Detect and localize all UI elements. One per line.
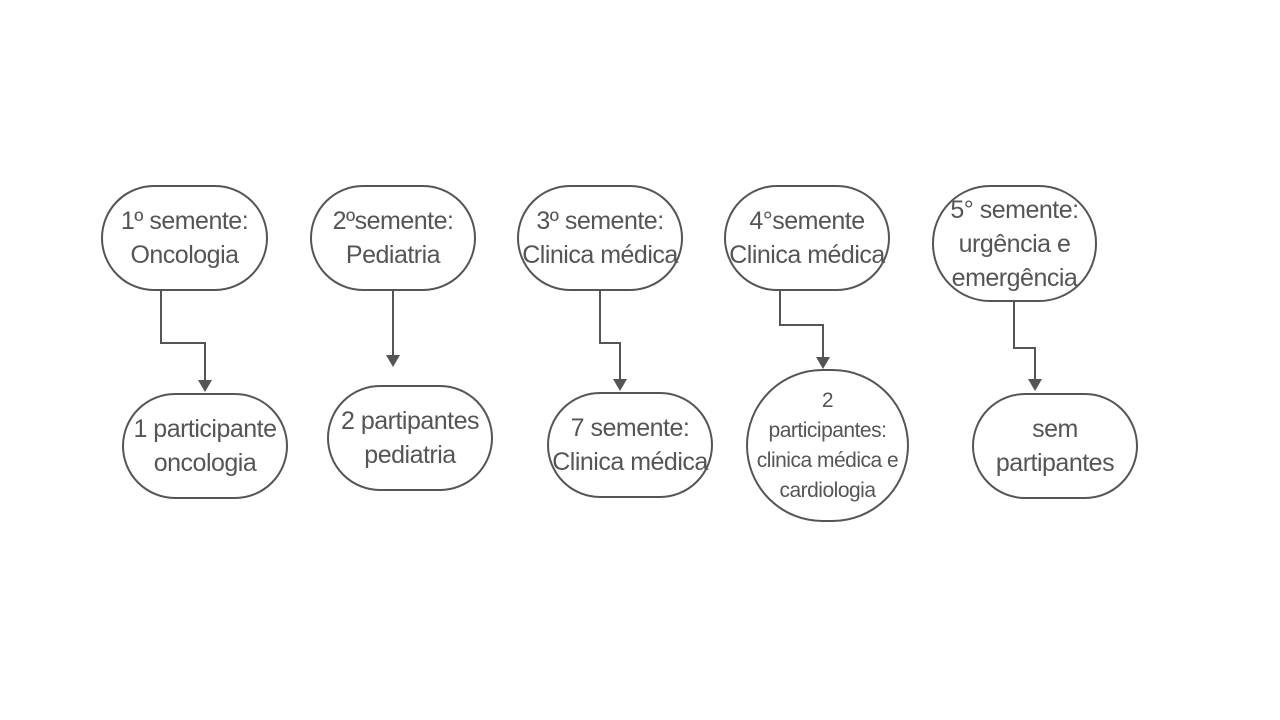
result-node-4-line: participantes: xyxy=(768,418,887,442)
result-node-1-line: 1 participante xyxy=(133,415,277,443)
stage-node-4: 4°semente Clinica médica xyxy=(724,185,890,291)
result-node-4-line: clinica médica e xyxy=(756,448,899,472)
result-node-3-line: Clinica médica xyxy=(552,448,708,476)
stage-node-5-line: 5° semente: xyxy=(950,195,1079,224)
result-node-2: 2 partipantes pediatria xyxy=(327,385,493,491)
result-node-4: 2 participantes: clinica médica e cardio… xyxy=(746,369,909,522)
result-node-5-line: partipantes xyxy=(995,449,1115,477)
stage-node-5-line: emergência xyxy=(951,263,1078,292)
result-node-3-line: 7 semente: xyxy=(570,414,690,442)
stage-node-3: 3º semente: Clinica médica xyxy=(517,185,683,291)
stage-node-2-line: Pediatria xyxy=(345,241,441,269)
stage-node-4-line: Clinica médica xyxy=(729,241,885,269)
connector-arrow-4 xyxy=(779,276,830,369)
stage-node-2-line: 2ºsemente: xyxy=(332,207,454,235)
stage-node-2: 2ºsemente: Pediatria xyxy=(310,185,476,291)
connector-arrow-3 xyxy=(599,291,627,391)
result-node-4-line: cardiologia xyxy=(779,478,876,502)
stage-node-3-line: Clinica médica xyxy=(522,241,678,269)
stage-node-3-line: 3º semente: xyxy=(536,207,664,235)
result-node-5: sem partipantes xyxy=(972,393,1138,499)
result-node-3: 7 semente: Clinica médica xyxy=(547,392,713,498)
stage-node-4-line: 4°semente xyxy=(749,207,865,235)
stage-node-1-line: 1º semente: xyxy=(120,207,249,235)
result-node-2-line: 2 partipantes xyxy=(340,407,480,435)
stage-node-5: 5° semente: urgência e emergência xyxy=(932,185,1097,302)
connector-arrow-1 xyxy=(160,291,212,392)
result-node-4-line: 2 xyxy=(821,388,834,412)
stage-node-1: 1º semente: Oncologia xyxy=(101,185,268,291)
stage-node-1-line: Oncologia xyxy=(130,241,239,269)
stage-node-5-line: urgência e xyxy=(958,229,1071,258)
result-node-5-line: sem xyxy=(1032,415,1078,443)
connector-arrow-5 xyxy=(1013,302,1042,391)
result-node-2-line: pediatria xyxy=(364,441,456,469)
result-node-1-line: oncologia xyxy=(153,449,257,477)
result-node-1: 1 participante oncologia xyxy=(122,393,288,499)
